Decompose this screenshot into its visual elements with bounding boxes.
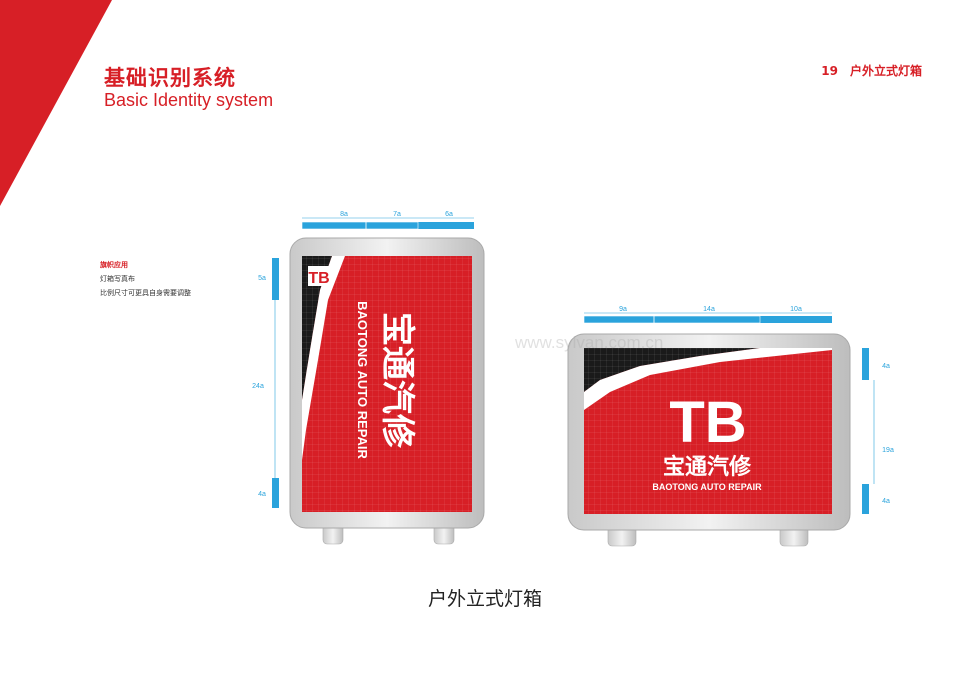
dim-left-3: 4a	[258, 491, 266, 498]
dimension-top-horizontal: 9a 14a 10a	[583, 306, 832, 324]
dim-right-1: 4a	[882, 363, 890, 370]
dim-left-1: 5a	[258, 275, 266, 282]
logo-tb-horizontal: TB	[669, 390, 746, 455]
watermark: www.sylvan.com.cn	[515, 333, 664, 352]
dim-top-1: 8a	[340, 211, 348, 218]
notes-line-2: 比例尺寸可更具自身需要调整	[100, 289, 191, 297]
dimension-right-horizontal: 4a 19a 4a	[862, 348, 894, 514]
corner-decoration	[0, 0, 112, 206]
figure-caption: 户外立式灯箱	[427, 588, 542, 610]
dim-left-2: 24a	[252, 383, 264, 390]
section-title: 户外立式灯箱	[849, 64, 922, 78]
svg-text:TB: TB	[308, 270, 329, 287]
page-tag: 19 户外立式灯箱	[821, 62, 922, 79]
dim-right-2: 19a	[882, 447, 894, 454]
page-title-cn: 基础识别系统	[104, 66, 236, 90]
dim-top-2: 7a	[393, 211, 401, 218]
notes-block: 旗帜应用 灯箱写真布 比例尺寸可更具自身需要调整	[100, 258, 191, 300]
notes-title: 旗帜应用	[100, 261, 128, 269]
dimension-top-vertical: 8a 7a 6a	[301, 211, 474, 230]
brand-cn-horizontal: 宝通汽修	[663, 454, 752, 480]
page-number: 19	[821, 64, 838, 78]
dim-top-h-2: 14a	[703, 306, 715, 313]
svg-text:BAOTONG AUTO REPAIR: BAOTONG AUTO REPAIR	[355, 301, 370, 459]
page-title-en: Basic Identity system	[104, 90, 274, 110]
dimension-left-vertical: 5a 24a 4a	[252, 258, 279, 508]
logo-tb-vertical: TB	[308, 266, 330, 287]
svg-text:宝通汽修: 宝通汽修	[377, 312, 417, 449]
dim-top-h-1: 9a	[619, 306, 627, 313]
brand-en-horizontal: BAOTONG AUTO REPAIR	[652, 482, 762, 492]
svg-text:TB: TB	[669, 390, 746, 455]
dim-right-3: 4a	[882, 498, 890, 505]
notes-line-1: 灯箱写真布	[100, 275, 135, 283]
dim-top-3: 6a	[445, 211, 453, 218]
dim-top-h-3: 10a	[790, 306, 802, 313]
brand-vertical: 宝通汽修 BAOTONG AUTO REPAIR	[355, 301, 417, 459]
